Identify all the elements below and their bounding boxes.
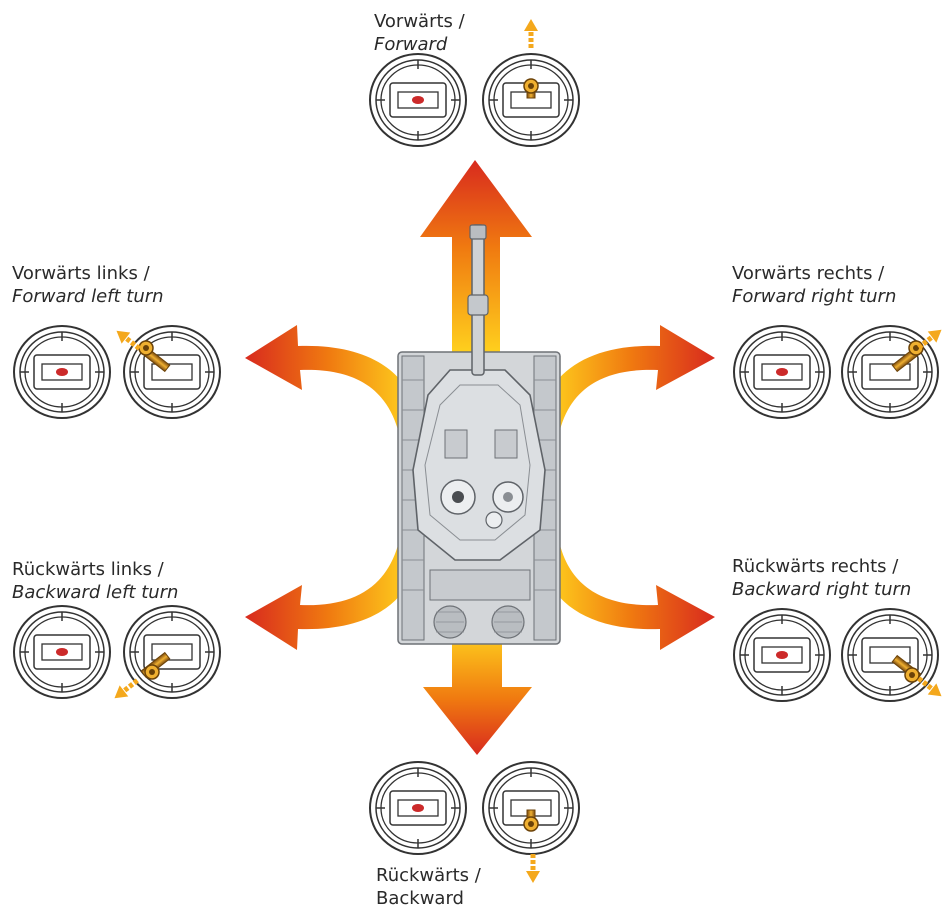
label-forward-right-de: Vorwärts rechts /	[732, 263, 885, 284]
label-forward-de: Vorwärts /	[374, 11, 465, 32]
forward-right-big-arrow	[546, 325, 715, 430]
label-forward-en: Forward	[374, 34, 448, 55]
backward-right-controls	[734, 608, 946, 702]
forward-controls	[370, 19, 580, 147]
backward-joystick-icon	[482, 761, 580, 855]
label-backward-right: Rückwärts rechts / Backward right turn	[732, 555, 911, 601]
forward-left-controls	[14, 325, 221, 419]
label-backward-right-en: Backward right turn	[732, 579, 912, 600]
label-backward-left-en: Backward left turn	[12, 582, 179, 603]
label-forward-left: Vorwärts links / Forward left turn	[12, 262, 164, 308]
forward-left-joystick-icon	[123, 325, 221, 419]
label-backward-de: Rückwärts /	[376, 865, 481, 886]
label-forward: Vorwärts / Forward	[374, 10, 465, 56]
forward-small-arrow-icon	[524, 19, 538, 48]
label-backward-left: Rückwärts links / Backward left turn	[12, 558, 178, 604]
backward-left-joystick-icon	[123, 605, 221, 699]
label-backward-en: Backward	[376, 888, 464, 909]
backward-right-joystick-icon	[841, 608, 939, 702]
backward-right-big-arrow	[546, 545, 715, 650]
label-backward: Rückwärts / Backward	[376, 864, 481, 910]
label-forward-left-de: Vorwärts links /	[12, 263, 150, 284]
label-forward-right: Vorwärts rechts / Forward right turn	[732, 262, 896, 308]
forward-left-big-arrow	[245, 325, 412, 430]
label-backward-left-de: Rückwärts links /	[12, 559, 164, 580]
label-forward-right-en: Forward right turn	[732, 286, 897, 307]
label-backward-right-de: Rückwärts rechts /	[732, 556, 899, 577]
label-forward-left-en: Forward left turn	[12, 286, 164, 307]
backward-left-big-arrow	[245, 545, 412, 650]
tank-top-view-icon	[397, 224, 561, 645]
backward-left-controls	[14, 605, 221, 704]
backward-big-arrow	[423, 630, 532, 755]
forward-right-controls	[734, 324, 946, 419]
backward-small-arrow-icon	[526, 854, 540, 883]
backward-controls	[370, 761, 580, 883]
forward-joystick-icon	[482, 53, 580, 147]
forward-right-joystick-icon	[841, 325, 939, 419]
